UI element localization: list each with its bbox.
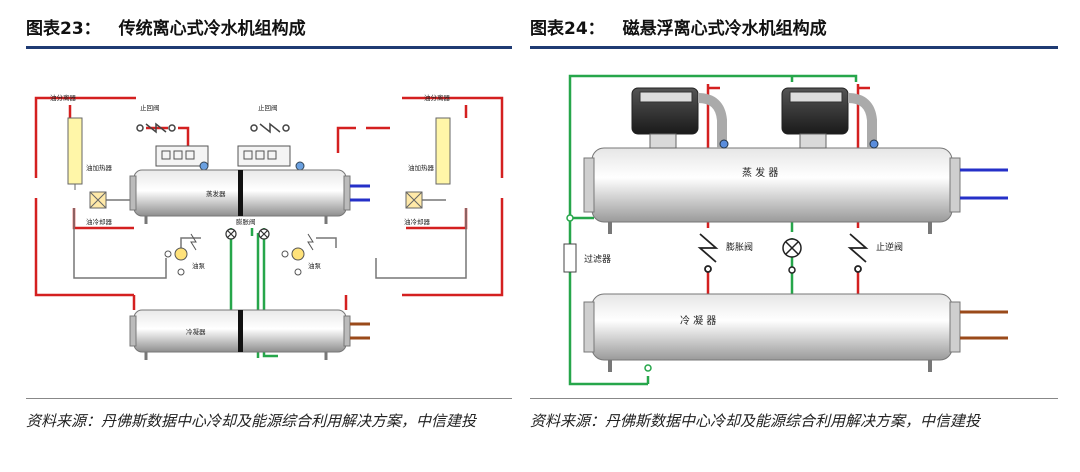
label-oil-pump-right: 油泵 — [308, 261, 322, 270]
label-oil-separator-left: 油分离器 — [50, 93, 77, 102]
figure-23-number: 图表23： — [26, 19, 101, 39]
oil-separator-left — [67, 117, 83, 190]
oil-cooler-left — [89, 191, 107, 209]
oil-pump-right — [281, 233, 314, 276]
figure-24-panel: 图表24： 磁悬浮离心式冷水机组构成 — [530, 0, 1080, 472]
compressor-right — [237, 145, 305, 171]
figure-23-bottom-rule — [26, 398, 512, 399]
label-oil-heater-right: 油加热器 — [408, 163, 435, 172]
expansion-valves-left — [225, 228, 270, 240]
traditional-chiller-diagram: 油分离器 油分离器 止回阀 止回阀 油加热器 油加热器 油冷却器 油冷却器 蒸发… — [34, 93, 504, 360]
figure-24-title: 图表24： 磁悬浮离心式冷水机组构成 — [530, 14, 827, 39]
check-valves-right — [697, 233, 869, 273]
figure-24-number: 图表24： — [530, 19, 605, 39]
check-valve-left-symbol — [136, 122, 176, 134]
oil-cooler-right — [405, 191, 423, 209]
maglev-compressor-left — [631, 87, 729, 149]
condenser-right-diagram — [583, 293, 1008, 372]
figure-24-title-rule — [530, 46, 1058, 49]
figure-23-title-rule — [26, 46, 512, 49]
figure-23-panel: 图表23： 传统离心式冷水机组构成 — [0, 0, 530, 472]
check-valve-right-symbol — [250, 122, 290, 134]
figure-23-caption: 传统离心式冷水机组构成 — [118, 19, 306, 39]
oil-separator-right — [435, 117, 451, 185]
condenser-left-diagram — [129, 295, 370, 360]
figure-24-bottom-rule — [530, 398, 1058, 399]
oil-pump-left — [164, 233, 197, 276]
compressor-left — [155, 145, 209, 171]
label-check-valve-left: 止回阀 — [140, 103, 160, 112]
evaporator-left-diagram — [129, 169, 370, 224]
maglev-chiller-diagram: 蒸 发 器 过滤器 膨胀阀 止逆阀 冷 凝 器 — [563, 74, 1008, 386]
label-oil-separator-right: 油分离器 — [424, 93, 451, 102]
label-evaporator-left: 蒸发器 — [206, 189, 226, 198]
label-check-valve-right: 止回阀 — [258, 103, 278, 112]
label-condenser-left: 冷凝器 — [186, 327, 206, 336]
label-check-valve-right: 止逆阀 — [876, 241, 903, 253]
label-oil-pump-left: 油泵 — [192, 261, 206, 270]
label-expansion-valve-right: 膨胀阀 — [726, 241, 753, 253]
label-evaporator-right: 蒸 发 器 — [742, 166, 778, 179]
label-expansion-valve-left: 膨胀阀 — [236, 217, 256, 226]
figure-23-source: 资料来源：丹佛斯数据中心冷却及能源综合利用解决方案，中信建投 — [26, 412, 477, 430]
figure-23-title: 图表23： 传统离心式冷水机组构成 — [26, 14, 306, 39]
evaporator-right-diagram — [583, 147, 1008, 234]
label-oil-heater-left: 油加热器 — [86, 163, 113, 172]
expansion-valve-right — [782, 238, 802, 274]
label-oil-cooler-right: 油冷却器 — [404, 217, 431, 226]
figure-24-caption: 磁悬浮离心式冷水机组构成 — [622, 19, 827, 39]
maglev-compressor-right — [781, 87, 879, 149]
filter-symbol — [563, 214, 577, 273]
label-oil-cooler-left: 油冷却器 — [86, 217, 113, 226]
label-condenser-right: 冷 凝 器 — [680, 314, 716, 327]
label-filter-right: 过滤器 — [584, 253, 611, 265]
figure-24-source: 资料来源：丹佛斯数据中心冷却及能源综合利用解决方案，中信建投 — [530, 412, 981, 430]
